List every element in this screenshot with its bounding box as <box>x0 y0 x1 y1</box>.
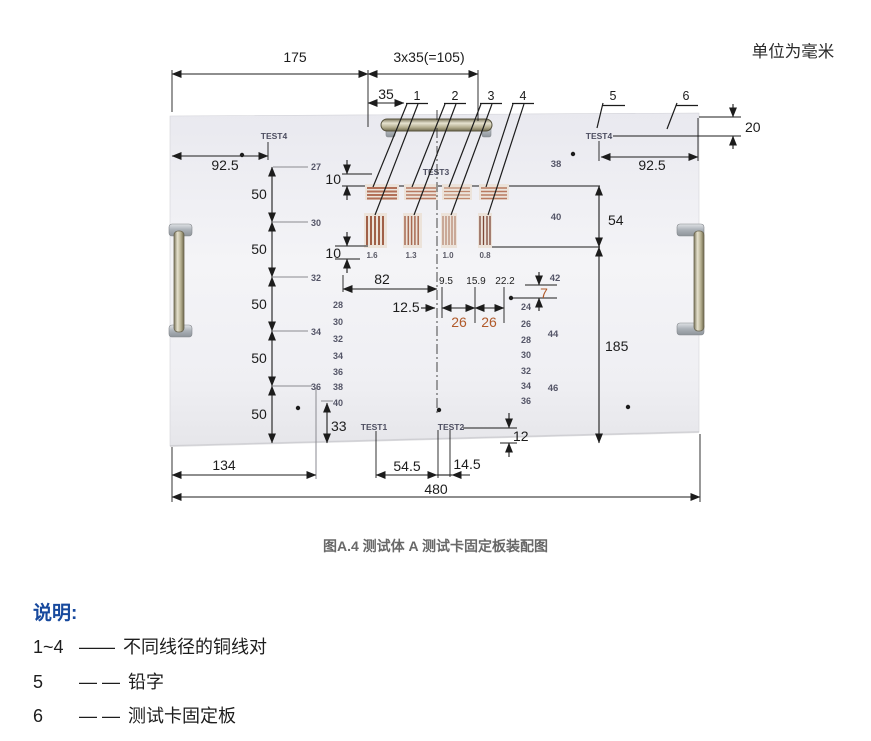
plate-num: 26 <box>521 319 531 329</box>
dim-54: 54 <box>608 212 624 228</box>
wire-dia-3: 1.0 <box>442 251 454 260</box>
plate-num: 32 <box>521 366 531 376</box>
assembly-diagram-svg: TEST4 TEST4 TEST3 TEST1 TEST2 1.6 1.3 1.… <box>168 42 834 502</box>
plate-num: 30 <box>521 350 531 360</box>
figure-drawing: TEST4 TEST4 TEST3 TEST1 TEST2 1.6 1.3 1.… <box>168 42 834 502</box>
dim-480: 480 <box>424 481 448 497</box>
test3-label: TEST3 <box>423 167 450 177</box>
dim-185: 185 <box>605 338 629 354</box>
plate-num: 32 <box>333 334 343 344</box>
legend-item-separator: —— <box>79 637 115 657</box>
legend-block: 说明: 1~4 —— 不同线径的铜线对 5 — — 铅字 6 — — 测试卡固定… <box>33 598 267 741</box>
legend-title: 说明: <box>33 603 78 624</box>
plate-num: 42 <box>550 273 561 284</box>
legend-item-1: 1~4 —— 不同线径的铜线对 <box>33 637 267 659</box>
dim-14-5: 14.5 <box>453 456 480 472</box>
legend-item-number: 1~4 <box>33 637 64 657</box>
dim-12-5: 12.5 <box>392 299 419 315</box>
wire-dia-1: 1.6 <box>366 251 378 260</box>
callout-leader-lines <box>372 102 698 216</box>
callout-1: 1 <box>414 89 421 103</box>
dim-92-right: 92.5 <box>638 157 665 173</box>
legend-item-number: 5 <box>33 671 44 692</box>
dim-22-2: 22.2 <box>495 276 515 287</box>
plate-num: 36 <box>521 396 531 406</box>
plate-num: 38 <box>333 382 343 392</box>
unit-note: 单位为毫米 <box>752 42 835 61</box>
left-handle <box>168 223 193 338</box>
legend-item-separator: — — <box>79 706 121 727</box>
copper-wire-pairs-row1 <box>365 184 509 200</box>
figure-caption: 图A.4 测试体 A 测试卡固定板装配图 <box>322 538 549 554</box>
dim-9-5: 9.5 <box>439 276 453 287</box>
dim-7: 7 <box>540 285 548 301</box>
test4-right-label: TEST4 <box>586 131 613 141</box>
plate-num: 38 <box>551 159 562 170</box>
plate-num: 30 <box>311 218 321 228</box>
dim-92-left: 92.5 <box>211 157 238 173</box>
plate-num: 34 <box>521 381 531 391</box>
dimension-labels: 单位为毫米 175 3x35(=105) 35 1 2 3 4 5 6 20 9… <box>211 42 834 497</box>
dimension-lines <box>171 70 737 501</box>
wire-dia-4: 0.8 <box>479 251 491 260</box>
plate-num: 34 <box>333 351 343 361</box>
legend-item-text: 不同线径的铜线对 <box>123 637 267 657</box>
plate-num: 24 <box>521 302 531 312</box>
test4-left-label: TEST4 <box>261 131 288 141</box>
plate-num: 32 <box>311 273 321 283</box>
extension-lines <box>171 70 741 502</box>
plate-num: 34 <box>311 327 321 337</box>
dim-50-1: 50 <box>251 186 267 202</box>
plate-printed-labels: TEST4 TEST4 TEST3 TEST1 TEST2 1.6 1.3 1.… <box>261 131 613 432</box>
plate-num: 28 <box>333 300 343 310</box>
dim-175: 175 <box>283 49 307 65</box>
dim-54-5: 54.5 <box>393 458 420 474</box>
callout-4: 4 <box>520 89 527 103</box>
dim-12: 12 <box>513 428 529 444</box>
dim-35: 35 <box>378 86 394 102</box>
dim-26-2: 26 <box>481 314 497 330</box>
callout-3: 3 <box>488 89 495 103</box>
legend-item-text: 测试卡固定板 <box>128 706 237 727</box>
test1-label: TEST1 <box>361 422 388 432</box>
wire-dia-2: 1.3 <box>405 251 417 260</box>
dim-50-3: 50 <box>251 296 267 312</box>
legend-item-text: 铅字 <box>128 671 165 692</box>
legend-item-separator: — — <box>79 671 121 692</box>
dim-10-row2: 10 <box>325 245 341 261</box>
number-tick-lines <box>273 166 333 479</box>
dim-26-1: 26 <box>451 314 467 330</box>
right-handle <box>676 223 705 336</box>
dim-134: 134 <box>212 457 236 473</box>
callout-6: 6 <box>683 89 690 103</box>
callout-2: 2 <box>452 89 459 103</box>
copper-wire-pairs-row2 <box>364 213 492 248</box>
legend-item-2: 5 — — 铅字 <box>33 672 267 694</box>
plate-num: 27 <box>311 162 321 172</box>
dim-50-5: 50 <box>251 406 267 422</box>
plate-num: 44 <box>548 329 559 340</box>
callout-5: 5 <box>610 89 617 103</box>
plate-num: 40 <box>333 398 343 408</box>
dim-20: 20 <box>745 119 761 135</box>
dim-50-2: 50 <box>251 241 267 257</box>
plate-num: 36 <box>311 382 321 392</box>
plate-num: 36 <box>333 367 343 377</box>
dim-3x35: 3x35(=105) <box>393 49 464 65</box>
plate-num: 30 <box>333 317 343 327</box>
plate-photo <box>169 112 700 447</box>
plate-num: 46 <box>548 383 559 394</box>
test2-label: TEST2 <box>438 422 465 432</box>
legend-item-number: 6 <box>33 706 44 727</box>
plate-num: 28 <box>521 335 531 345</box>
dim-15-9: 15.9 <box>466 276 486 287</box>
dim-33: 33 <box>331 418 347 434</box>
dim-82: 82 <box>374 271 390 287</box>
dim-10-row1: 10 <box>325 171 341 187</box>
legend-item-3: 6 — — 测试卡固定板 <box>33 706 267 728</box>
plate-num: 40 <box>551 212 562 223</box>
dim-50-4: 50 <box>251 350 267 366</box>
